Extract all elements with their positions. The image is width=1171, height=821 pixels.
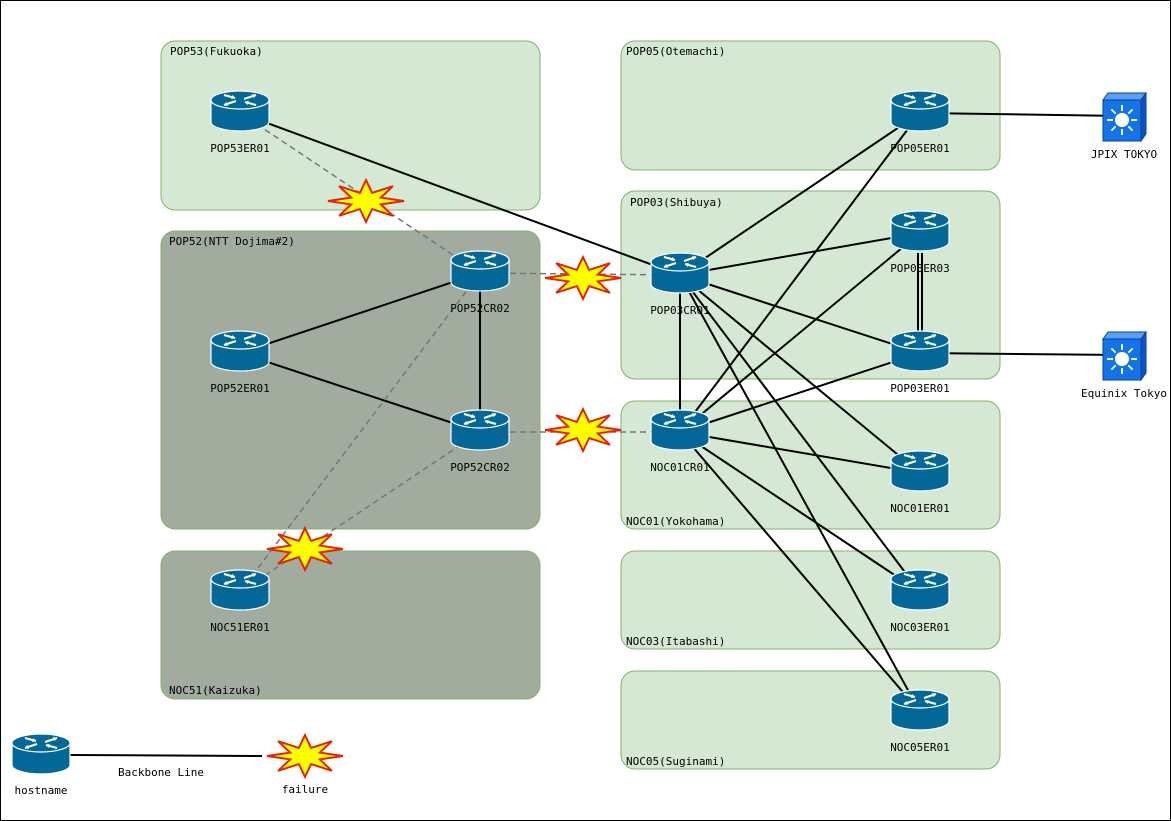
legend-router-label: hostname: [15, 784, 68, 797]
link-pop52er01-pop52cr02a: [239, 272, 481, 354]
link-pop03cr01-noc01er01: [679, 274, 921, 474]
node-label-noc51er01: NOC51ER01: [210, 621, 270, 634]
router-icon: [890, 689, 950, 731]
router-icon: [650, 252, 710, 294]
link-pop03cr01-noc05er01: [679, 274, 921, 713]
switch-icon: [1102, 330, 1147, 382]
link-layer: [239, 112, 1125, 713]
link-pop03cr01-pop03er03: [679, 232, 921, 276]
node-label-equinix: Equinix Tokyo: [1081, 387, 1167, 400]
site-box-pop05: [620, 40, 1001, 171]
node-label-pop03cr01: POP03CR01: [650, 304, 710, 317]
site-label-noc03: NOC03(Itabashi): [626, 635, 725, 648]
site-label-pop03: POP03(Shibuya): [630, 196, 723, 209]
link-noc51er01-pop52cr02a: [239, 272, 481, 593]
node-label-noc01cr01: NOC01CR01: [650, 461, 710, 474]
router-icon: [450, 409, 510, 451]
node-label-pop05er01: POP05ER01: [890, 142, 950, 155]
link-noc01cr01-pop03er01: [679, 352, 921, 433]
node-label-noc05er01: NOC05ER01: [890, 741, 950, 754]
site-label-pop05: POP05(Otemachi): [626, 45, 725, 58]
legend-router-icon: [11, 733, 71, 775]
node-label-pop52er01: POP52ER01: [210, 382, 270, 395]
site-label-pop52: POP52(NTT Dojima#2): [169, 235, 295, 248]
legend-backbone-line: [69, 754, 263, 757]
link-noc01cr01-noc01er01: [679, 431, 921, 474]
router-icon: [890, 90, 950, 132]
site-box-pop52: [160, 230, 541, 530]
router-icon: [210, 569, 270, 611]
site-label-pop53: POP53(Fukuoka): [170, 45, 263, 58]
failure-star-icon: [327, 177, 405, 225]
node-label-pop03er01: POP03ER01: [890, 382, 950, 395]
switch-icon: [1102, 91, 1147, 143]
router-icon: [890, 330, 950, 372]
link-noc01cr01-pop05er01: [679, 112, 921, 433]
router-icon: [210, 90, 270, 132]
node-label-jpix: JPIX TOKYO: [1091, 148, 1157, 161]
router-icon: [450, 250, 510, 292]
legend: hostname Backbone Line failure: [11, 732, 344, 797]
link-noc01cr01-noc03er01: [679, 431, 921, 593]
link-pop03er01-equinix: [919, 352, 1125, 356]
link-pop05er01-jpix: [919, 112, 1125, 117]
link-noc51er01-pop52cr02b: [239, 431, 481, 593]
legend-failure-icon: [266, 732, 344, 780]
link-pop03cr01-pop05er01: [679, 112, 921, 276]
legend-line-label: Backbone Line: [118, 766, 204, 779]
link-pop03cr01-noc03er01: [679, 274, 921, 593]
node-label-pop52cr02a: POP52CR02: [450, 302, 510, 315]
router-icon: [890, 569, 950, 611]
node-label-pop52cr02b: POP52CR02: [450, 461, 510, 474]
legend-failure-label: failure: [282, 783, 328, 796]
router-icon: [210, 330, 270, 372]
node-label-noc01er01: NOC01ER01: [890, 502, 950, 515]
link-pop52er01-pop52cr02b: [239, 352, 481, 433]
site-label-noc51: NOC51(Kaizuka): [169, 684, 262, 697]
link-noc01cr01-pop03er03: [679, 232, 921, 433]
site-label-noc05: NOC05(Suginami): [626, 755, 725, 768]
failure-star-icon: [544, 254, 622, 302]
link-noc01cr01-noc05er01: [679, 431, 921, 713]
node-layer: POP53ER01POP52ER01POP52CR02POP52CR02NOC5…: [210, 90, 1167, 754]
site-label-noc01: NOC01(Yokohama): [626, 515, 725, 528]
node-label-pop03er03: POP03ER03: [890, 262, 950, 275]
link-pop03cr01-pop03er01: [679, 274, 921, 354]
router-icon: [650, 409, 710, 451]
failure-star-icon: [544, 406, 622, 454]
node-label-pop53er01: POP53ER01: [210, 142, 270, 155]
router-icon: [890, 450, 950, 492]
router-icon: [890, 210, 950, 252]
link-pop53er01-pop03cr01: [239, 112, 681, 276]
site-box-noc01: [620, 400, 1001, 530]
node-label-noc03er01: NOC03ER01: [890, 621, 950, 634]
failure-layer: [266, 177, 622, 573]
failure-star-icon: [266, 525, 344, 573]
